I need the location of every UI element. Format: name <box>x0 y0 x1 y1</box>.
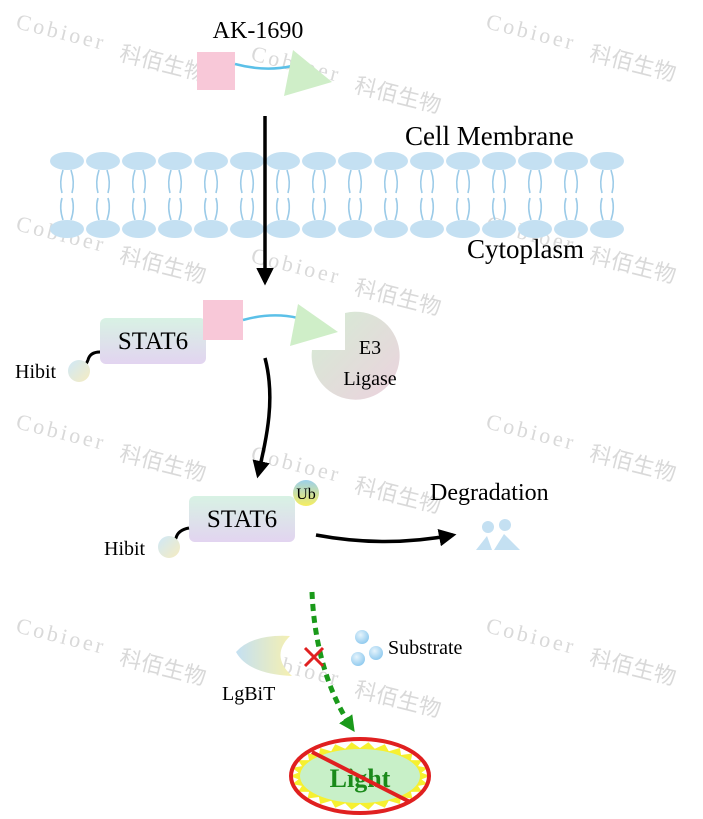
phospholipid <box>482 152 516 238</box>
ub-label: Ub <box>296 486 316 503</box>
no-light-ring <box>289 737 431 815</box>
phospholipid <box>446 152 480 238</box>
e3-ligase <box>311 311 400 400</box>
ubiquitin-tag <box>293 480 319 506</box>
hibit-tag-bottom <box>158 536 180 558</box>
phospholipid <box>518 152 552 238</box>
e3-label-line1: E3 <box>359 337 381 359</box>
svg-text:Cobioer: Cobioer <box>484 613 579 659</box>
svg-text:Cobioer: Cobioer <box>14 9 109 55</box>
warhead-square-bound <box>203 300 243 340</box>
phospholipid <box>554 152 588 238</box>
svg-text:Cobioer: Cobioer <box>484 9 579 55</box>
svg-text:科佰生物: 科佰生物 <box>117 243 208 289</box>
degradation-arrow <box>315 529 457 547</box>
hibit-label-bottom: Hibit <box>104 538 146 560</box>
compound-label: AK-1690 <box>213 18 304 44</box>
svg-text:Cobioer: Cobioer <box>484 409 579 455</box>
svg-text:科佰生物: 科佰生物 <box>587 441 678 487</box>
svg-text:科佰生物: 科佰生物 <box>117 645 208 691</box>
linker-line <box>234 62 293 70</box>
ligand-triangle-bound <box>290 304 338 346</box>
svg-text:科佰生物: 科佰生物 <box>117 41 208 87</box>
stat6-label-bottom: STAT6 <box>207 506 277 533</box>
lgbit-protein <box>236 635 292 676</box>
svg-text:科佰生物: 科佰生物 <box>352 677 443 723</box>
phospholipid <box>410 152 444 238</box>
hibit-label-top: Hibit <box>15 361 57 383</box>
svg-text:Cobioer: Cobioer <box>249 243 344 289</box>
phospholipid <box>338 152 372 238</box>
svg-text:科佰生物: 科佰生物 <box>352 73 443 119</box>
phospholipid <box>302 152 336 238</box>
degradation-label: Degradation <box>430 480 549 506</box>
hibit-tag-top <box>68 360 90 382</box>
ligand-triangle <box>284 50 332 96</box>
svg-text:科佰生物: 科佰生物 <box>587 243 678 289</box>
degraded-fragments <box>476 519 520 550</box>
substrate-molecules <box>351 630 383 666</box>
phospholipid <box>50 152 84 238</box>
svg-text:Cobioer: Cobioer <box>14 613 109 659</box>
svg-text:科佰生物: 科佰生物 <box>587 645 678 691</box>
phospholipid <box>194 152 228 238</box>
phospholipid <box>374 152 408 238</box>
stat6-protein-top <box>100 318 206 364</box>
phospholipid <box>122 152 156 238</box>
phospholipid <box>230 152 264 238</box>
svg-text:科佰生物: 科佰生物 <box>587 41 678 87</box>
phospholipid <box>86 152 120 238</box>
substrate-label: Substrate <box>388 637 463 659</box>
ubiquitination-arrow <box>252 357 272 479</box>
cytoplasm-label: Cytoplasm <box>467 234 584 264</box>
stat6-protein-bottom <box>189 496 295 542</box>
e3-label-line2: Ligase <box>343 368 396 390</box>
phospholipid <box>590 152 624 238</box>
warhead-square <box>197 52 235 90</box>
blocked-cross-icon <box>303 646 325 668</box>
phospholipid <box>158 152 192 238</box>
svg-text:科佰生物: 科佰生物 <box>117 441 208 487</box>
phospholipid <box>266 152 300 238</box>
svg-text:Cobioer: Cobioer <box>14 409 109 455</box>
luminescence-arrow <box>309 591 355 732</box>
stat6-label-top: STAT6 <box>118 328 188 355</box>
no-light-slash <box>311 750 411 804</box>
linker-line-bound <box>242 314 299 322</box>
membrane-label: Cell Membrane <box>405 121 574 151</box>
lgbit-label: LgBiT <box>222 683 275 705</box>
cell-membrane <box>50 152 624 238</box>
